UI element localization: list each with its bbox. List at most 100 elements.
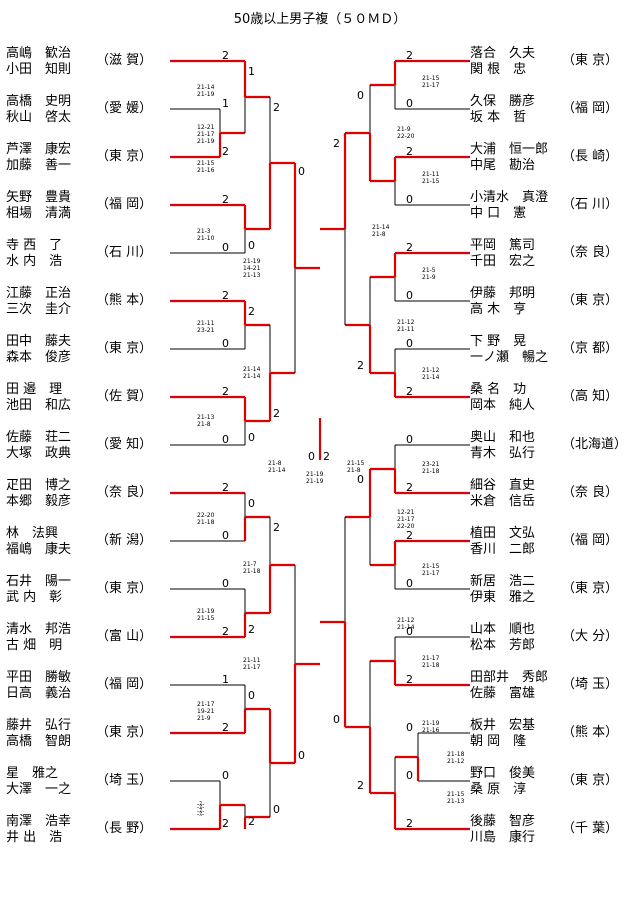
right-entry-result: 0	[406, 337, 413, 350]
right-prefecture: （福 岡）	[562, 101, 619, 116]
right-prefecture: （北海道）	[562, 437, 628, 452]
left-round-result: 2	[273, 407, 280, 420]
left-player-name: 石井 陽一	[6, 574, 72, 589]
left-entry-result: 2	[222, 481, 229, 494]
left-prefecture: （滋 賀）	[96, 53, 153, 68]
left-match-score: 19-21	[197, 708, 215, 715]
left-player-name: 大塚 政典	[6, 446, 72, 461]
left-player-name: 江藤 正治	[6, 286, 72, 301]
right-match-score: 21-5	[422, 267, 436, 274]
right-entry-result: 2	[406, 241, 413, 254]
left-round-result: 0	[298, 165, 305, 178]
left-round-result: 0	[298, 749, 305, 762]
left-match-score: 23-21	[197, 327, 215, 334]
right-entry-result: 0	[406, 769, 413, 782]
left-match-score: 21-18	[197, 519, 215, 526]
page-title: 50歳以上男子複（５０ＭＤ）	[233, 12, 407, 27]
left-match-score: -ｽ-	[197, 811, 204, 818]
right-player-name: 新居 浩二	[470, 574, 536, 589]
left-match-score: 21-13	[197, 414, 215, 421]
right-match-score: 21-18	[422, 468, 440, 475]
right-player-name: 佐藤 富雄	[470, 686, 536, 701]
left-prefecture: （愛 媛）	[96, 101, 153, 116]
left-match-score: 21-7	[243, 561, 257, 568]
left-player-name: 池田 和広	[6, 398, 72, 413]
right-prefecture: （東 京）	[562, 293, 619, 308]
left-player-name: 藤井 弘行	[6, 718, 72, 733]
left-player-name: 平田 勝敏	[6, 670, 72, 685]
right-player-name: 野口 俊美	[470, 766, 536, 781]
right-round-result: 2	[333, 137, 340, 150]
left-player-name: 林 法興	[6, 526, 59, 541]
right-match-score: 21-17	[397, 516, 415, 523]
right-player-name: 後藤 智彦	[470, 814, 536, 829]
right-entry-result: 0	[406, 289, 413, 302]
right-match-score: 21-16	[422, 727, 440, 734]
left-entry-result: 2	[222, 721, 229, 734]
right-match-score: 21-11	[422, 171, 440, 178]
left-match-score: 14-21	[243, 265, 261, 272]
left-entry-result: 2	[222, 385, 229, 398]
left-entry-result: 2	[222, 289, 229, 302]
right-player-name: 伊藤 邦明	[470, 286, 536, 301]
right-match-score: 21-12	[397, 319, 415, 326]
left-entry-result: 2	[222, 817, 229, 830]
left-prefecture: （東 京）	[96, 725, 153, 740]
left-match-score: 21-13	[243, 272, 261, 279]
left-match-score: 21-14	[243, 373, 261, 380]
right-player-name: 岡本 純人	[470, 398, 536, 413]
left-entry-result: 1	[222, 97, 229, 110]
right-prefecture: （高 知）	[562, 389, 619, 404]
left-player-name: 加藤 善一	[6, 158, 72, 173]
left-match-score: 21-14	[197, 84, 215, 91]
left-round-result: 1	[248, 65, 255, 78]
right-prefecture: （大 分）	[562, 629, 619, 644]
left-round-result: 2	[248, 305, 255, 318]
right-round-result: 0	[357, 89, 364, 102]
left-player-name: 古 畑 明	[6, 638, 63, 653]
left-prefecture: （富 山）	[96, 629, 153, 644]
left-prefecture: （福 岡）	[96, 197, 153, 212]
right-player-name: 落合 久夫	[470, 46, 536, 61]
right-match-score: 21-18	[422, 662, 440, 669]
right-match-score: 21-8	[347, 467, 361, 474]
right-player-name: 松本 芳郎	[470, 638, 536, 653]
left-entry-result: 2	[222, 49, 229, 62]
right-entry-result: 2	[406, 673, 413, 686]
left-entry-result: 0	[222, 433, 229, 446]
left-match-score: 21-15	[197, 160, 215, 167]
right-match-score: 21-15	[422, 563, 440, 570]
right-match-score: 21-9	[397, 126, 411, 133]
right-entry-result: 2	[406, 49, 413, 62]
left-round-result: 2	[248, 815, 255, 828]
right-entry-result: 0	[406, 577, 413, 590]
left-prefecture: （熊 本）	[96, 293, 153, 308]
left-match-score: 21-14	[268, 467, 286, 474]
left-match-score: 21-19	[197, 608, 215, 615]
right-entry-result: 0	[406, 433, 413, 446]
left-round-result: 0	[248, 431, 255, 444]
right-entry-result: 0	[406, 625, 413, 638]
right-player-name: 桑 名 功	[470, 382, 527, 397]
left-prefecture: （石 川）	[96, 245, 153, 260]
left-player-name: 秋山 啓太	[6, 110, 72, 125]
left-match-score: 21-17	[197, 701, 215, 708]
left-entry-result: 0	[222, 241, 229, 254]
left-player-name: 高橋 智朗	[6, 734, 72, 749]
left-player-name: 疋田 博之	[6, 478, 72, 493]
right-match-score: 21-12	[397, 617, 415, 624]
left-entry-result: 0	[222, 529, 229, 542]
left-round-result: 0	[248, 497, 255, 510]
left-player-name: 日高 義治	[6, 686, 72, 701]
right-player-name: 平岡 篤司	[470, 238, 536, 253]
right-player-name: 伊東 雅之	[470, 590, 536, 605]
right-player-name: 奥山 和也	[470, 430, 536, 445]
left-prefecture: （東 京）	[96, 581, 153, 596]
right-prefecture: （奈 良）	[562, 245, 619, 260]
right-player-name: 大浦 恒一郎	[470, 142, 549, 157]
left-match-score: 21-18	[243, 568, 261, 575]
left-player-name: 星 雅之	[6, 766, 59, 781]
right-player-name: 桑 原 淳	[470, 782, 527, 797]
right-player-name: 米倉 信岳	[470, 494, 536, 509]
left-player-name: 小田 知則	[6, 62, 72, 77]
